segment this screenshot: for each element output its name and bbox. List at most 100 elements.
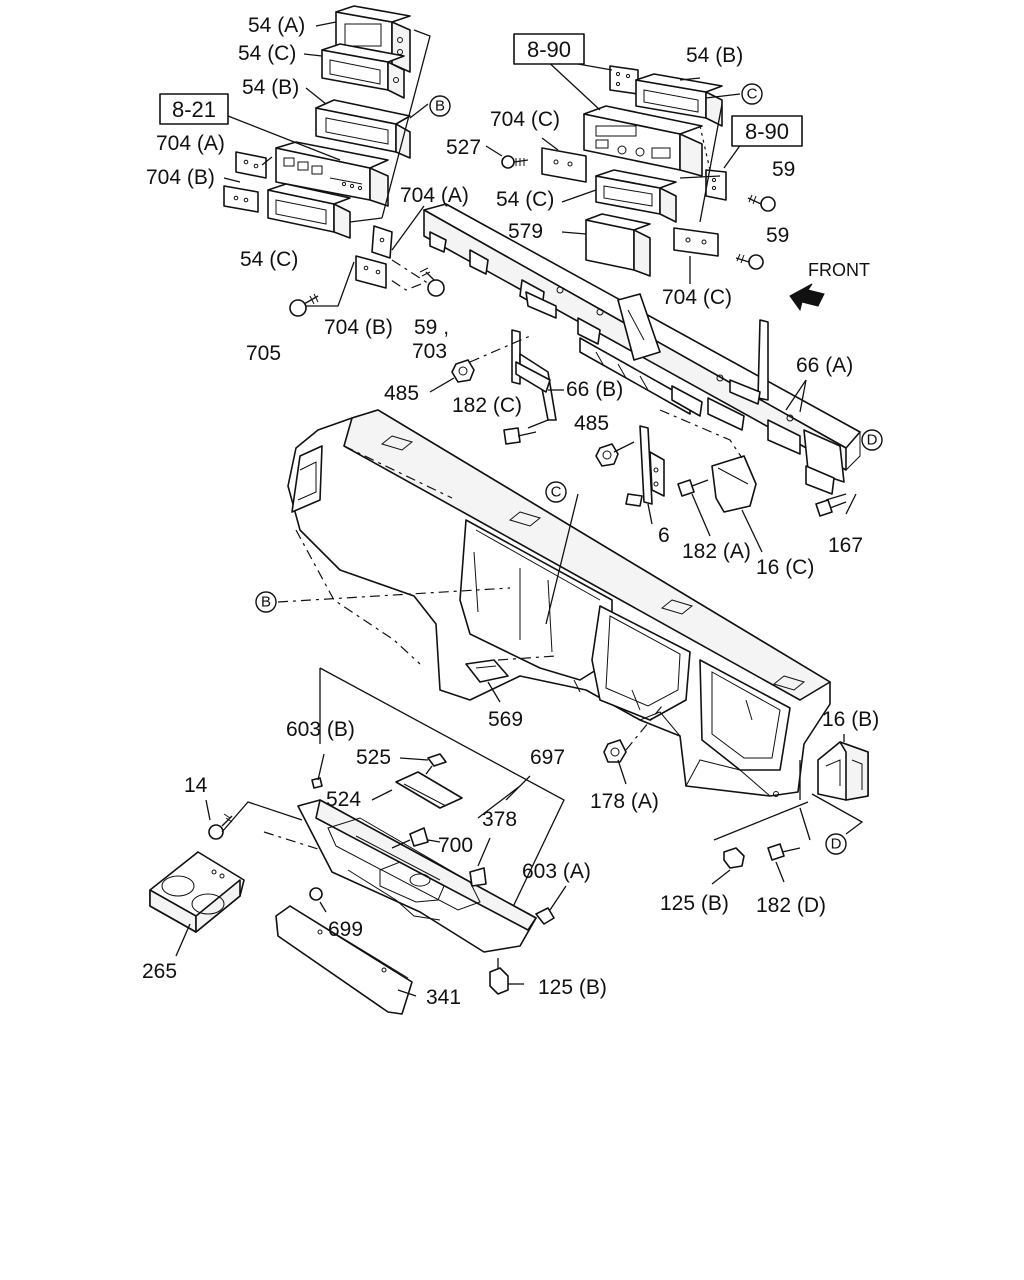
- part-125b-clip-bottom: [489, 958, 509, 995]
- label-485-right: 485: [574, 412, 609, 435]
- part-54c-pocket-top: [321, 43, 405, 99]
- part-14-screw: [208, 813, 233, 840]
- label-182d: 182 (D): [756, 894, 826, 917]
- callout-d-right: D: [861, 429, 883, 451]
- label-125b-bottom: 125 (B): [538, 976, 607, 999]
- label-704a-mid: 704 (A): [400, 184, 469, 207]
- part-bracket-890-top: [609, 65, 639, 95]
- right-component-stack: [501, 57, 776, 277]
- lower-panel-assembly: [149, 667, 567, 1015]
- label-705: 705: [246, 342, 281, 365]
- label-54b-left: 54 (B): [242, 76, 299, 99]
- label-603a: 603 (A): [522, 860, 591, 883]
- label-603b: 603 (B): [286, 718, 355, 741]
- label-167: 167: [828, 534, 863, 557]
- part-525-screw: [425, 753, 447, 775]
- part-485-nut-left: [451, 359, 475, 383]
- part-6-bracket: [625, 425, 665, 507]
- beam-center-fasteners: [451, 329, 857, 553]
- label-54c-top: 54 (C): [238, 42, 296, 65]
- part-603b-clip: [311, 777, 323, 789]
- part-704c-bracket-right: [673, 227, 719, 257]
- label-16b: 16 (B): [822, 708, 879, 731]
- part-16b-block: [817, 741, 869, 801]
- ref-box-8-90-top: 8-90: [513, 33, 585, 65]
- ref-box-8-90-right: 8-90: [731, 115, 803, 147]
- part-167-bolt: [815, 499, 847, 517]
- part-697-lower-cover: [297, 799, 537, 953]
- part-378-plate: [469, 867, 487, 887]
- part-524-bracket: [395, 771, 463, 809]
- label-59-bottom: 59: [766, 224, 789, 247]
- label-704b-left: 704 (B): [146, 166, 215, 189]
- label-59-top: 59: [772, 158, 795, 181]
- part-704a-bracket-left: [235, 151, 267, 179]
- label-54b-right: 54 (B): [686, 44, 743, 67]
- label-182c: 182 (C): [452, 394, 522, 417]
- label-66a: 66 (A): [796, 354, 853, 377]
- part-603a-clip: [535, 907, 555, 925]
- label-16c: 16 (C): [756, 556, 814, 579]
- label-704b-mid: 704 (B): [324, 316, 393, 339]
- label-699: 699: [328, 918, 363, 941]
- label-527: 527: [446, 136, 481, 159]
- svg-text:B: B: [261, 594, 271, 611]
- label-14: 14: [184, 774, 208, 797]
- label-485-left: 485: [384, 382, 419, 405]
- label-697: 697: [530, 746, 565, 769]
- part-485-nut-right: [595, 443, 619, 467]
- label-54c-left: 54 (C): [240, 248, 298, 271]
- label-378: 378: [482, 808, 517, 831]
- part-704b-bracket-mid: [355, 255, 387, 289]
- front-direction-indicator: [789, 283, 825, 312]
- part-704b-bracket-left: [223, 185, 259, 213]
- part-radio-unit-left: [275, 141, 389, 207]
- instrument-panel-body: [287, 409, 831, 797]
- part-125b-clip-right: [723, 847, 745, 869]
- label-59-703-line1: 59 ,: [414, 316, 449, 339]
- label-66b: 66 (B): [566, 378, 623, 401]
- label-524: 524: [326, 788, 361, 811]
- part-labels: 54 (A) 54 (C) 54 (B) 704 (A) 704 (B) 54 …: [142, 14, 879, 1009]
- label-182a: 182 (A): [682, 540, 751, 563]
- svg-text:D: D: [831, 836, 842, 853]
- label-704c-top: 704 (C): [490, 108, 560, 131]
- part-59-screw-bottom: [735, 253, 764, 270]
- label-178a: 178 (A): [590, 790, 659, 813]
- label-6: 6: [658, 524, 670, 547]
- svg-text:C: C: [747, 86, 758, 103]
- part-178a-nut: [603, 739, 627, 763]
- label-54c-right: 54 (C): [496, 188, 554, 211]
- left-component-stack: [223, 5, 431, 239]
- part-16c-duct: [711, 455, 757, 513]
- svg-text:C: C: [551, 484, 562, 501]
- label-569: 569: [488, 708, 523, 731]
- beam-left-fasteners: [289, 205, 445, 317]
- part-527-screw: [501, 155, 529, 169]
- part-54c-pocket-left: [267, 183, 351, 239]
- part-341-glove-box-lid: [275, 905, 413, 1015]
- label-59-703-line2: 703: [412, 340, 447, 363]
- part-54c-pocket-right: [595, 169, 677, 223]
- svg-text:8-90: 8-90: [745, 119, 789, 144]
- callout-b-mid: B: [255, 591, 277, 613]
- ref-box-8-21: 8-21: [159, 93, 229, 125]
- part-54b-tray-right: [635, 73, 723, 127]
- part-704a-bracket-mid: [371, 225, 393, 259]
- cross-member-beam: [423, 203, 861, 495]
- part-569-clip: [465, 659, 509, 683]
- label-704a-left: 704 (A): [156, 132, 225, 155]
- part-182c-bolt: [503, 427, 537, 445]
- svg-text:D: D: [867, 432, 878, 449]
- callout-d-bottom: D: [825, 833, 847, 855]
- part-182d-bolt: [767, 843, 801, 861]
- front-arrow-icon: [789, 283, 825, 312]
- part-705-screw: [289, 293, 319, 317]
- label-579: 579: [508, 220, 543, 243]
- part-59-screw-top: [747, 194, 776, 212]
- label-54a-top: 54 (A): [248, 14, 305, 37]
- label-125b-right: 125 (B): [660, 892, 729, 915]
- part-579-panel: [585, 213, 651, 277]
- part-700-screw: [391, 827, 429, 849]
- part-699-clip: [309, 887, 327, 913]
